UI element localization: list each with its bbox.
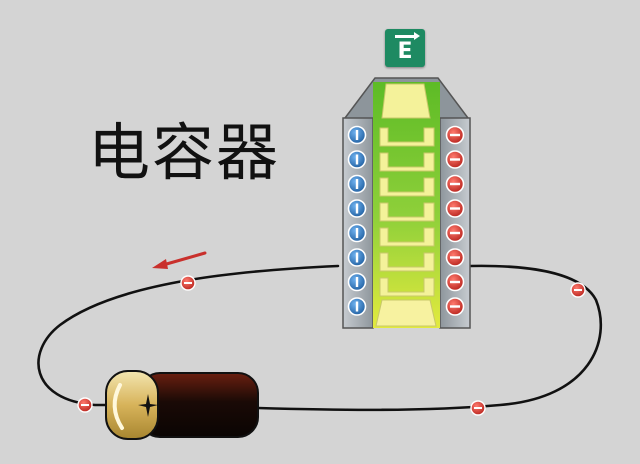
negative-charge-icon <box>347 297 367 316</box>
positive-charge-icon <box>445 297 465 316</box>
electron-icon <box>77 397 93 413</box>
field-line <box>379 277 435 297</box>
electron-icon <box>570 282 586 298</box>
electron-icon <box>470 400 486 416</box>
negative-charge-icon <box>347 199 367 218</box>
wire <box>256 264 603 412</box>
positive-charge-icon <box>445 272 465 292</box>
positive-charge-icon <box>445 248 465 267</box>
negative-plate <box>342 117 374 329</box>
field-label: E <box>397 39 413 64</box>
negative-charges <box>347 125 367 316</box>
wire <box>37 264 340 407</box>
positive-charge-icon <box>445 199 465 218</box>
negative-charge-icon <box>347 174 367 194</box>
positive-charge-icon <box>445 223 465 243</box>
field-line <box>379 152 435 172</box>
electron-group <box>77 275 586 416</box>
field-line <box>379 177 435 197</box>
positive-charges <box>445 125 465 316</box>
negative-charge-icon <box>347 248 367 267</box>
field-line <box>379 252 435 272</box>
negative-charge-icon <box>347 150 367 169</box>
field-arrow-icon <box>395 32 420 40</box>
field-line <box>379 202 435 222</box>
field-line <box>379 127 435 147</box>
negative-charge-icon <box>347 272 367 292</box>
electric-field-badge: E <box>385 29 425 67</box>
negative-charge-icon <box>347 125 367 145</box>
capacitor-icon <box>342 77 471 329</box>
electron-icon <box>180 275 196 291</box>
positive-charge-icon <box>445 125 465 145</box>
positive-charge-icon <box>445 150 465 169</box>
positive-plate <box>439 117 471 329</box>
electron-flow-arrow <box>152 251 207 269</box>
negative-charge-icon <box>347 223 367 243</box>
battery-icon <box>105 370 259 440</box>
diagram-title: 电容器 <box>88 116 281 189</box>
field-line <box>379 227 435 247</box>
field-lines <box>379 127 435 297</box>
positive-charge-icon <box>445 174 465 194</box>
